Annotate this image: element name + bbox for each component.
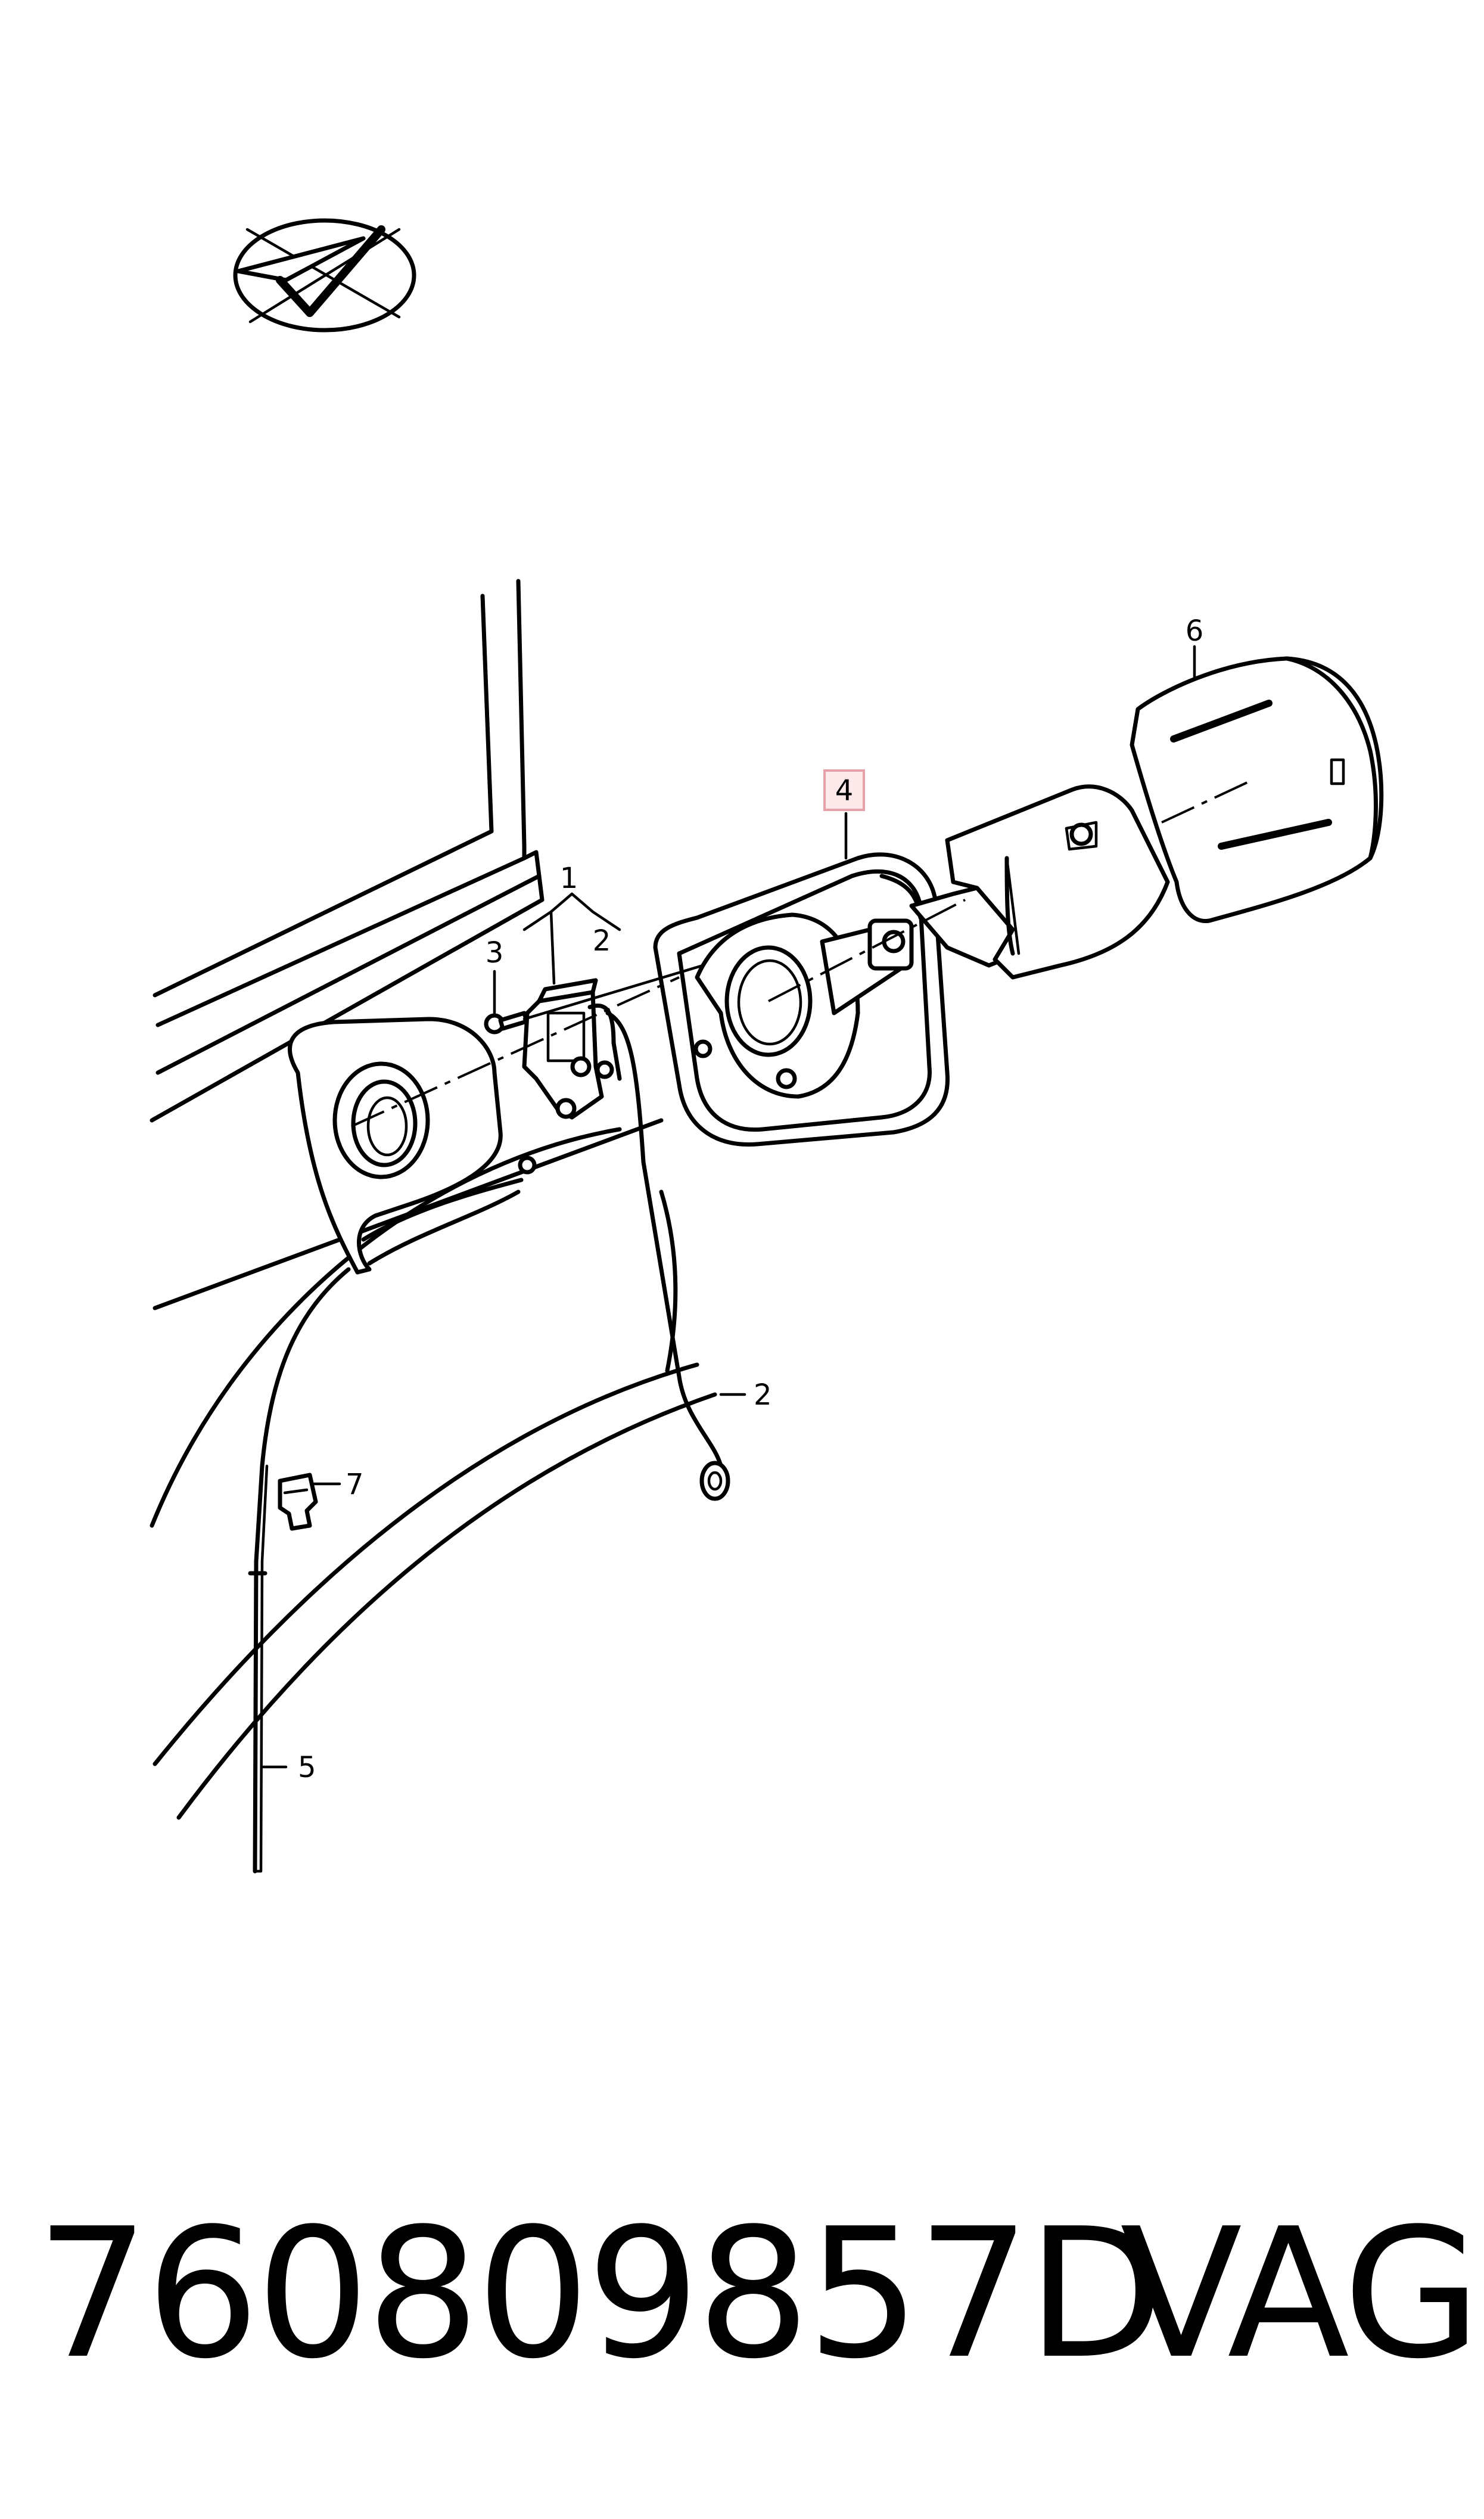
screw bbox=[484, 1011, 529, 1035]
clip bbox=[278, 1473, 318, 1531]
paper-plane-check-logo-icon bbox=[233, 218, 416, 333]
callout-leaders bbox=[260, 645, 1196, 1769]
callout-7: 7 bbox=[346, 1468, 364, 1501]
fuel-flap-cover bbox=[1130, 656, 1384, 924]
callout-2-lower: 2 bbox=[754, 1378, 772, 1412]
filler-housing bbox=[288, 1017, 537, 1275]
callout-2-upper: 2 bbox=[593, 924, 611, 958]
callout-4-highlight bbox=[823, 769, 865, 811]
fuel-filler-flap bbox=[653, 852, 950, 1147]
callout-5: 5 bbox=[298, 1751, 316, 1784]
part-number: 760809857D bbox=[36, 2190, 1165, 2398]
lock-actuator bbox=[522, 978, 622, 1120]
brand-name: VAG bbox=[1120, 2190, 1481, 2398]
ground-cable bbox=[605, 1011, 730, 1501]
assembly-axis-2 bbox=[768, 899, 966, 1002]
hinge-arm bbox=[909, 784, 1170, 980]
assembly-axis-3 bbox=[1161, 779, 1252, 824]
assembly-axis bbox=[351, 976, 680, 1128]
callout-3: 3 bbox=[486, 936, 504, 970]
rod bbox=[248, 1267, 351, 1874]
callouts: 1 2 3 4 5 6 2 7 bbox=[298, 614, 1203, 1784]
callout-6: 6 bbox=[1186, 614, 1204, 648]
callout-1: 1 bbox=[560, 862, 578, 895]
body-panel bbox=[150, 579, 717, 1820]
callout-4: 4 bbox=[835, 774, 854, 807]
screw-axis bbox=[522, 964, 705, 1021]
